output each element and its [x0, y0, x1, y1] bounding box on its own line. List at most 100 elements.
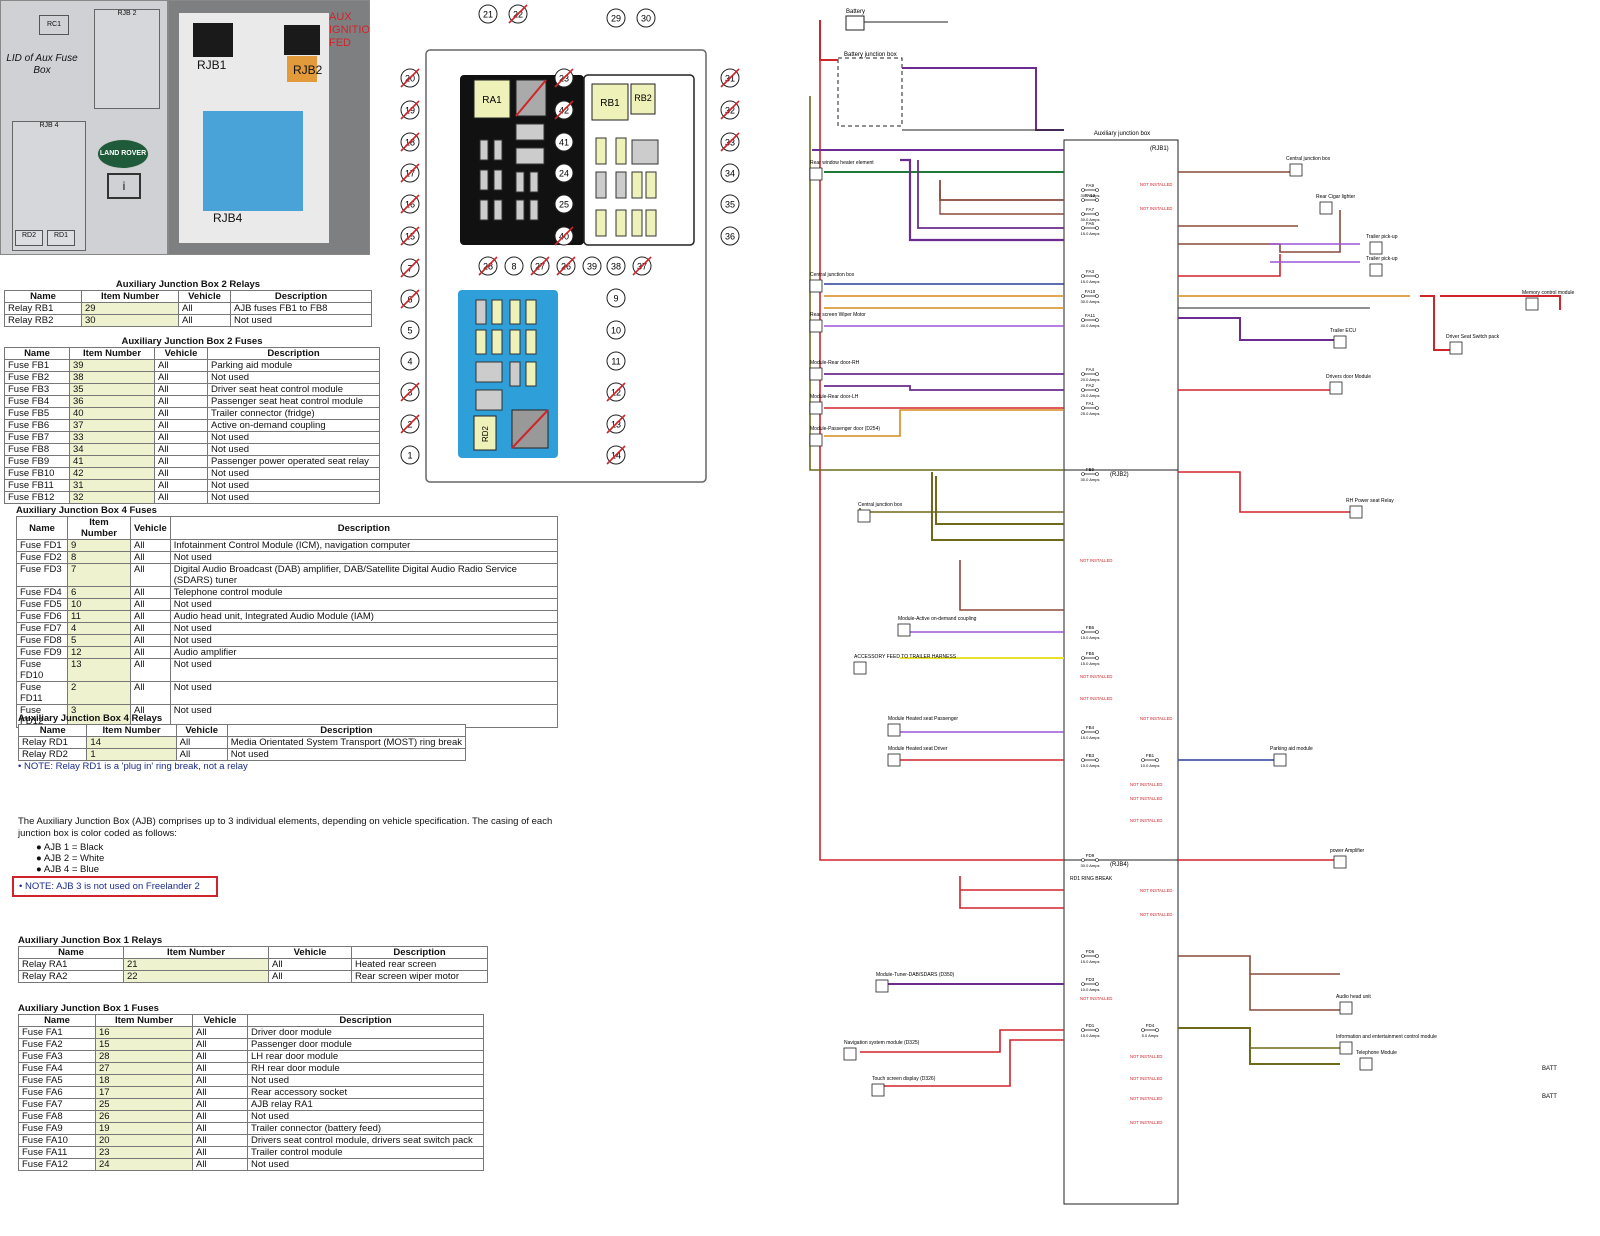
- wire: [1440, 295, 1561, 310]
- ajb4-fuses-table: Name Item Number Vehicle Description Fus…: [16, 516, 559, 728]
- col-item: Item Number: [67, 516, 131, 540]
- callout-number: 24: [559, 169, 569, 179]
- fuse-amps: 30.0 Amps: [1081, 217, 1100, 222]
- fuse-callouts: 2122293020191817161523424124254031323334…: [400, 4, 740, 465]
- fuse-name: FA6: [1086, 221, 1095, 226]
- callout-number: 25: [559, 200, 569, 210]
- photo-rjb1-label: RJB1: [197, 58, 227, 72]
- col-description: Description: [247, 1014, 484, 1027]
- fuse-amps: 15.0 Amps: [1081, 1033, 1100, 1038]
- col-description: Description: [226, 724, 467, 737]
- cell-vehicle: All: [178, 314, 231, 327]
- cell-name: Fuse FB10: [4, 467, 70, 480]
- callout-23: 23: [554, 68, 574, 88]
- cell-name: Fuse FB4: [4, 395, 70, 408]
- wire: [1420, 295, 1460, 351]
- callout-38: 38: [606, 256, 626, 276]
- fuse-name: FA11: [1085, 313, 1096, 318]
- cell-name: Fuse FD11: [16, 681, 68, 705]
- cell-item-number: 11: [67, 610, 131, 623]
- ajb2-fuses-table: Name Item Number Vehicle Description Fus…: [4, 347, 380, 504]
- cell-name: Fuse FD3: [16, 563, 68, 587]
- callout-34: 34: [720, 163, 740, 183]
- cell-description: Driver door module: [247, 1026, 484, 1039]
- col-name: Name: [17, 724, 88, 737]
- right-component: Telephone Module: [1356, 1050, 1397, 1071]
- callout-20: 20: [400, 68, 420, 88]
- cell-vehicle: All: [154, 479, 208, 492]
- col-vehicle: Vehicle: [178, 290, 231, 303]
- relay-rb2: RB2: [630, 83, 656, 115]
- cell-description: Trailer connector (fridge): [207, 407, 380, 420]
- fuse-fa9: FA9 30.0 Amps: [1081, 183, 1100, 198]
- bullet-ajb1: ● AJB 1 = Black: [36, 842, 104, 853]
- fuse-name: FD6: [1086, 949, 1095, 954]
- callout-42: 42: [554, 100, 574, 120]
- not-installed-label: NOT INSTALLED: [1140, 912, 1172, 917]
- fuse-box-photo: RJB1 RJB2 RJB4 AUX IGNITION FED: [168, 0, 370, 255]
- callout-3: 3: [400, 382, 420, 402]
- cell-name: Fuse FB12: [4, 491, 70, 504]
- ajb1-fuses-section: Auxiliary Junction Box 1 Fuses Name Item…: [18, 1003, 484, 1171]
- cell-name: Relay RB2: [4, 314, 82, 327]
- col-description: Description: [230, 290, 372, 303]
- left-component-label: Rear window heater element: [810, 160, 874, 166]
- cell-item-number: 26: [95, 1110, 193, 1123]
- cell-name: Fuse FA2: [18, 1038, 96, 1051]
- right-component-label: Trailer ECU: [1330, 328, 1356, 334]
- left-component: Module Heated seat Passenger: [887, 716, 958, 737]
- cell-vehicle: All: [154, 431, 208, 444]
- cell-item-number: 32: [69, 491, 155, 504]
- cell-item-number: 22: [123, 970, 269, 983]
- left-component: Module-Active on-demand coupling: [897, 616, 977, 637]
- cell-item-number: 18: [95, 1074, 193, 1087]
- lid-label: LID of Aux Fuse Box: [6, 53, 78, 76]
- callout-13: 13: [606, 414, 626, 434]
- wire: [819, 60, 1064, 861]
- fuse-name: FD4: [1146, 1023, 1155, 1028]
- not-installed-label: NOT INSTALLED: [1140, 888, 1172, 893]
- not-installed-label: NOT INSTALLED: [1130, 1096, 1162, 1101]
- cell-item-number: 20: [95, 1134, 193, 1147]
- callout-1: 1: [400, 445, 420, 465]
- cell-vehicle: All: [192, 1122, 248, 1135]
- relay-rb1-label: RB1: [600, 98, 620, 109]
- callout-26: 26: [556, 256, 576, 276]
- cell-name: Relay RA1: [18, 958, 124, 971]
- cell-description: Telephone control module: [169, 586, 559, 599]
- cell-name: Fuse FD10: [16, 658, 68, 682]
- col-description: Description: [169, 516, 559, 540]
- bullet-ajb4: ● AJB 4 = Blue: [36, 864, 100, 875]
- callout-14: 14: [606, 445, 626, 465]
- fuse-name: FA9: [1086, 183, 1095, 188]
- cell-item-number: 13: [67, 658, 131, 682]
- cell-description: LH rear door module: [247, 1050, 484, 1063]
- callout-30: 30: [636, 8, 656, 28]
- callout-number: 10: [611, 326, 621, 336]
- photo-orange-fuses: [287, 56, 317, 82]
- fuse-name: FB5: [1086, 651, 1095, 656]
- fuse-name: FB3: [1086, 753, 1095, 758]
- not-installed-label: NOT INSTALLED: [1080, 674, 1112, 679]
- cell-item-number: 8: [67, 551, 131, 564]
- cell-description: Not used: [230, 314, 372, 327]
- left-component-label: Navigation system module (D325): [844, 1040, 920, 1046]
- right-component: Trailer ECU: [1330, 328, 1356, 349]
- left-component: Module-Tuner-DAB/SDARS (D350): [875, 972, 955, 993]
- cell-vehicle: All: [192, 1098, 248, 1111]
- wire: [902, 67, 1064, 131]
- land-rover-logo: LAND ROVER: [97, 139, 149, 169]
- cell-description: Passenger door module: [247, 1038, 484, 1051]
- left-component: Module-Passenger door (D254): [809, 426, 880, 447]
- fuse-amps: 10.0 Amps: [1081, 987, 1100, 992]
- cell-vehicle: All: [130, 646, 171, 659]
- not-installed-label: NOT INSTALLED: [1130, 782, 1162, 787]
- fuse-amps: 30.0 Amps: [1081, 193, 1100, 198]
- callout-21: 21: [478, 4, 498, 24]
